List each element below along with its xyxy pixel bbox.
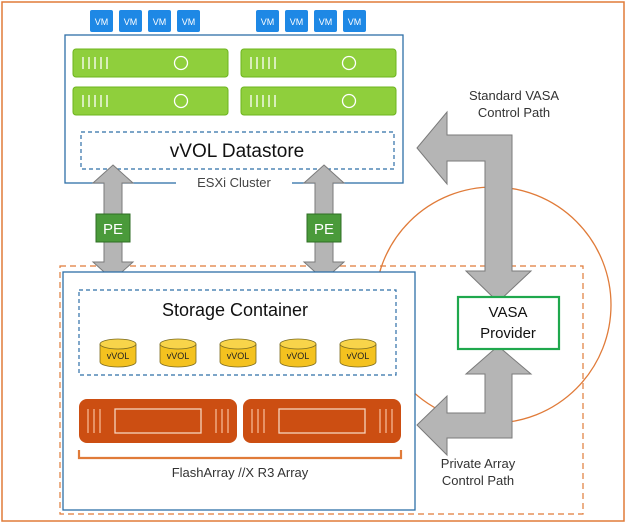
- vvol-cylinder: vVOL: [279, 338, 317, 368]
- vm-icon: VM: [285, 10, 308, 32]
- vm-icon: VM: [256, 10, 279, 32]
- vm-label: VM: [182, 17, 196, 27]
- pe-label-left: PE: [103, 221, 123, 238]
- datastore-box: [80, 131, 395, 170]
- vasa-provider-line2: Provider: [480, 325, 536, 342]
- vvol-label: vVOL: [287, 351, 310, 361]
- vvol-label: vVOL: [347, 351, 370, 361]
- array-bracket: [77, 450, 403, 460]
- vasa-provider-line1: VASA: [489, 304, 528, 321]
- vm-label: VM: [124, 17, 138, 27]
- vm-icon: VM: [119, 10, 142, 32]
- vvol-cylinder: vVOL: [159, 338, 197, 368]
- vm-icon: VM: [90, 10, 113, 32]
- array-controllers: [79, 399, 401, 443]
- array-controller: [243, 399, 401, 443]
- esxi-server: [240, 86, 397, 116]
- pe-label-right: PE: [314, 221, 334, 238]
- pe-badge-right: PE: [306, 213, 342, 243]
- pe-badge-left: PE: [95, 213, 131, 243]
- vm-label: VM: [95, 17, 109, 27]
- vm-icon: VM: [148, 10, 171, 32]
- private-array-path-arrow: [416, 345, 533, 457]
- vvol-group: vVOL vVOL vVOL vVOL vVOL: [99, 338, 377, 368]
- vm-label: VM: [319, 17, 333, 27]
- vm-label: VM: [153, 17, 167, 27]
- standard-path-label-line2: Control Path: [478, 105, 550, 120]
- vm-label: VM: [290, 17, 304, 27]
- esxi-server: [72, 48, 229, 78]
- vvol-label: vVOL: [167, 351, 190, 361]
- array-label: FlashArray //X R3 Array: [172, 465, 309, 480]
- vvol-cylinder: vVOL: [99, 338, 137, 368]
- vvol-label: vVOL: [107, 351, 130, 361]
- esxi-server: [240, 48, 397, 78]
- esxi-server: [72, 86, 229, 116]
- server-group: [72, 48, 397, 116]
- storage-container-label: Storage Container: [162, 300, 308, 320]
- vm-label: VM: [348, 17, 362, 27]
- storage-container-box: [78, 289, 397, 376]
- vvol-cylinder: vVOL: [339, 338, 377, 368]
- vasa-provider-box: [456, 295, 561, 351]
- vm-icon: VM: [177, 10, 200, 32]
- vm-icon: VM: [314, 10, 337, 32]
- vm-icon: VM: [343, 10, 366, 32]
- cluster-label: ESXi Cluster: [197, 175, 271, 190]
- datastore-label: vVOL Datastore: [170, 141, 304, 162]
- vm-label: VM: [261, 17, 275, 27]
- vm-row: VM VM VM VM VM VM VM VM: [90, 10, 366, 32]
- storage-array-box: [62, 271, 416, 511]
- standard-path-label-line1: Standard VASA: [469, 88, 559, 103]
- private-path-label-line2: Control Path: [442, 473, 514, 488]
- cluster-label-bg: [176, 176, 292, 190]
- array-controller: [79, 399, 237, 443]
- private-path-label-line1: Private Array: [441, 456, 516, 471]
- standard-vasa-path-arrow: [416, 110, 533, 303]
- vvol-label: vVOL: [227, 351, 250, 361]
- vvol-cylinder: vVOL: [219, 338, 257, 368]
